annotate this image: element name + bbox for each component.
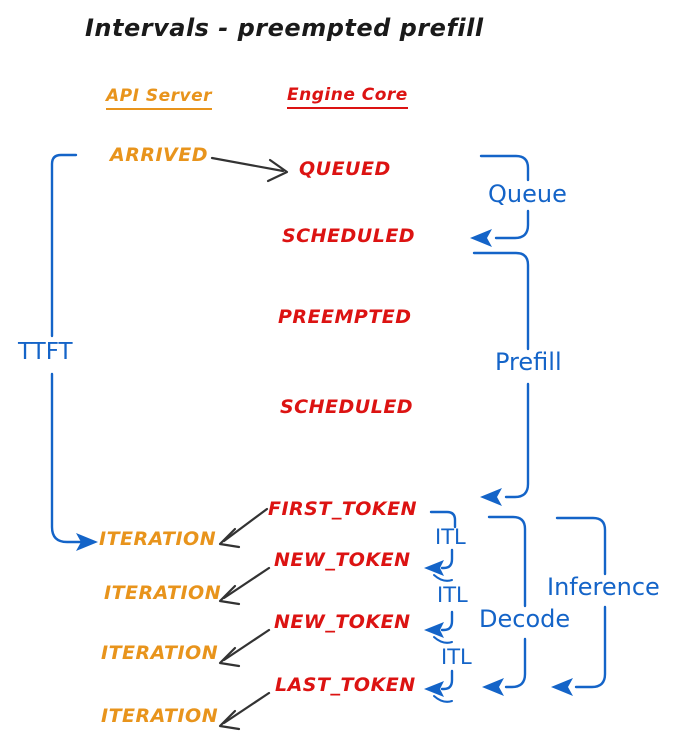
arrow-lasttoken-iteration — [222, 691, 271, 725]
arrow-newtoken1-iteration-head-icon — [218, 584, 241, 606]
event-preempted: PREEMPTED — [278, 306, 412, 328]
interval-label-decode: Decode — [479, 605, 571, 633]
arrow-firsttoken-iteration — [222, 507, 269, 543]
arrow-firsttoken-iteration-head-icon — [218, 527, 241, 549]
itl1-arrow-tail — [433, 574, 453, 582]
ttft-bracket — [50, 153, 84, 544]
prefill-arrowhead-left-icon — [480, 488, 502, 506]
event-iteration-1: ITERATION — [99, 528, 217, 550]
interval-label-itl-2: ITL — [437, 583, 468, 607]
event-last-token: LAST_TOKEN — [275, 674, 416, 696]
page-title: Intervals - preempted prefill — [85, 14, 484, 42]
queue-arrowhead-left-icon — [470, 229, 492, 247]
arrow-arrived-queued-head-icon — [266, 158, 289, 183]
interval-label-queue: Queue — [488, 180, 567, 208]
itl3-arrowhead-left-icon — [424, 681, 444, 697]
itl2-arrow-tail — [433, 636, 453, 644]
itl1-top-stub — [429, 510, 457, 529]
arrow-newtoken2-iteration — [222, 628, 271, 662]
inference-arrowhead-left-icon — [551, 678, 573, 696]
itl2-hook — [440, 610, 454, 632]
itl1-hook — [440, 548, 454, 570]
event-iteration-4: ITERATION — [101, 705, 219, 727]
prefill-bracket — [472, 251, 530, 499]
event-queued: QUEUED — [299, 158, 391, 180]
event-new-token-1: NEW_TOKEN — [274, 549, 411, 571]
interval-label-itl-3: ITL — [441, 645, 472, 669]
itl2-arrowhead-left-icon — [424, 622, 444, 638]
event-scheduled-2: SCHEDULED — [280, 396, 414, 418]
ttft-arrowhead-right-icon — [76, 533, 98, 551]
event-iteration-2: ITERATION — [104, 582, 222, 604]
arrow-lasttoken-iteration-head-icon — [218, 709, 241, 731]
inference-bracket — [555, 516, 607, 689]
decode-bracket — [487, 515, 527, 689]
queue-bracket — [479, 154, 530, 240]
event-new-token-2: NEW_TOKEN — [274, 611, 411, 633]
arrow-newtoken2-iteration-head-icon — [218, 646, 241, 668]
interval-label-prefill: Prefill — [495, 348, 562, 376]
column-header-api-server: API Server — [106, 88, 213, 110]
interval-label-itl-1: ITL — [435, 525, 466, 549]
interval-label-ttft: TTFT — [18, 339, 73, 365]
itl3-hook — [440, 669, 454, 691]
event-arrived: ARRIVED — [110, 144, 208, 166]
event-scheduled-1: SCHEDULED — [282, 225, 416, 247]
itl1-arrowhead-left-icon — [424, 560, 444, 576]
column-header-engine-core: Engine Core — [287, 87, 408, 109]
arrow-arrived-queued — [210, 156, 285, 173]
itl3-arrow-tail — [433, 695, 453, 703]
interval-label-inference: Inference — [547, 573, 660, 601]
arrow-newtoken1-iteration — [222, 566, 271, 600]
event-first-token: FIRST_TOKEN — [268, 498, 418, 520]
event-iteration-3: ITERATION — [101, 642, 219, 664]
decode-arrowhead-left-icon — [482, 678, 504, 696]
